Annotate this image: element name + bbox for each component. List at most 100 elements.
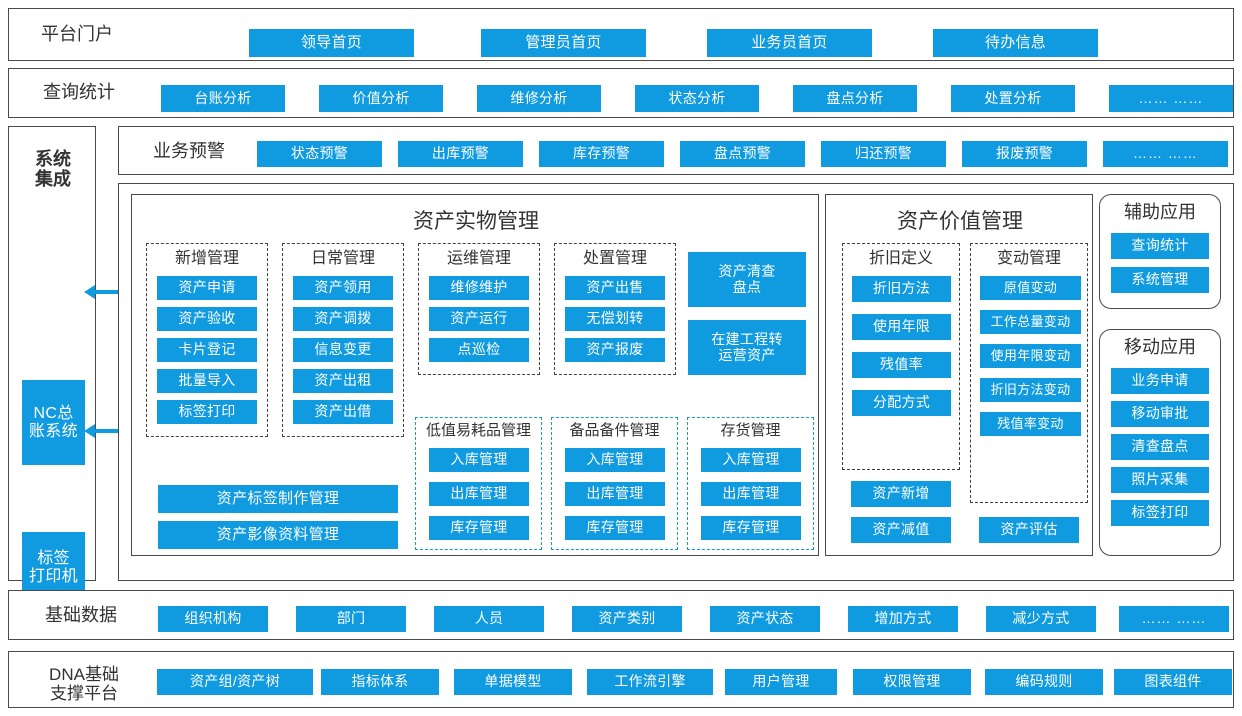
group-change-title: 变动管理 — [996, 250, 1061, 267]
section-asset-value-management: 资产价值管理 折旧定义 折旧方法 使用年限 残值率 分配方式 变动管理 原值变动… — [825, 194, 1093, 556]
dna-item-3[interactable]: 工作流引擎 — [587, 669, 713, 695]
query-item-3[interactable]: 状态分析 — [635, 85, 759, 112]
query-item-0[interactable]: 台账分析 — [161, 85, 285, 112]
section-physical-asset-management: 资产实物管理 新增管理 资产申请 资产验收 卡片登记 批量导入 标签打印 日常管… — [131, 194, 819, 556]
panel-business-alerts: 业务预警 状态预警 出库预警 库存预警 盘点预警 归还预警 报废预警 …… …… — [118, 126, 1234, 175]
basedata-item-7[interactable]: …… …… — [1119, 606, 1229, 632]
btn-mob-3[interactable]: 照片采集 — [1111, 467, 1209, 493]
dna-item-6[interactable]: 编码规则 — [985, 669, 1103, 695]
btn-new-1[interactable]: 资产验收 — [157, 307, 257, 331]
physical-title: 资产实物管理 — [413, 210, 539, 233]
btn-daily-4[interactable]: 资产出借 — [293, 400, 393, 424]
btn-asset-image-archive[interactable]: 资产影像资料管理 — [158, 521, 398, 549]
alert-item-3[interactable]: 盘点预警 — [680, 141, 805, 167]
group-disposal-management-title: 处置管理 — [582, 250, 647, 267]
dna-label: DNA基础 支撑平台 — [49, 665, 119, 704]
dna-item-5[interactable]: 权限管理 — [853, 669, 971, 695]
btn-new-0[interactable]: 资产申请 — [157, 276, 257, 300]
query-item-6[interactable]: …… …… — [1109, 85, 1233, 112]
btn-inv-0[interactable]: 入库管理 — [701, 448, 801, 472]
btn-asset-impairment[interactable]: 资产减值 — [851, 517, 951, 543]
btn-inv-2[interactable]: 库存管理 — [701, 516, 801, 540]
basedata-item-5[interactable]: 增加方式 — [848, 606, 958, 632]
btn-inv-1[interactable]: 出库管理 — [701, 482, 801, 506]
btn-daily-3[interactable]: 资产出租 — [293, 369, 393, 393]
btn-asset-label-production[interactable]: 资产标签制作管理 — [158, 485, 398, 513]
btn-new-2[interactable]: 卡片登记 — [157, 338, 257, 362]
btn-mob-2[interactable]: 清查盘点 — [1111, 434, 1209, 460]
portal-item-3[interactable]: 待办信息 — [933, 29, 1098, 57]
btn-sp-1[interactable]: 出库管理 — [565, 482, 665, 506]
alert-item-5[interactable]: 报废预警 — [962, 141, 1087, 167]
dna-item-2[interactable]: 单据模型 — [454, 669, 572, 695]
basedata-label: 基础数据 — [45, 605, 117, 625]
group-depreciation-definition: 折旧定义 折旧方法 使用年限 残值率 分配方式 — [842, 243, 960, 470]
alert-item-2[interactable]: 库存预警 — [539, 141, 664, 167]
query-item-1[interactable]: 价值分析 — [319, 85, 443, 112]
btn-lvc-1[interactable]: 出库管理 — [429, 482, 529, 506]
basedata-item-4[interactable]: 资产状态 — [710, 606, 820, 632]
btn-daily-2[interactable]: 信息变更 — [293, 338, 393, 362]
panel-main-modules: 资产实物管理 新增管理 资产申请 资产验收 卡片登记 批量导入 标签打印 日常管… — [118, 183, 1234, 581]
group-change-management: 变动管理 原值变动 工作总量变动 使用年限变动 折旧方法变动 残值率变动 — [970, 243, 1088, 503]
btn-new-3[interactable]: 批量导入 — [157, 369, 257, 393]
btn-chg-0[interactable]: 原值变动 — [980, 276, 1081, 300]
basedata-item-3[interactable]: 资产类别 — [572, 606, 682, 632]
basedata-item-0[interactable]: 组织机构 — [158, 606, 268, 632]
btn-new-4[interactable]: 标签打印 — [157, 400, 257, 424]
btn-sp-0[interactable]: 入库管理 — [565, 448, 665, 472]
btn-aux-0[interactable]: 查询统计 — [1111, 233, 1209, 259]
btn-asset-inventory-check[interactable]: 资产清查 盘点 — [688, 252, 806, 307]
group-new-management-title: 新增管理 — [174, 250, 239, 267]
alert-item-4[interactable]: 归还预警 — [821, 141, 946, 167]
btn-mob-0[interactable]: 业务申请 — [1111, 368, 1209, 394]
btn-chg-1[interactable]: 工作总量变动 — [980, 310, 1081, 334]
integration-item-nc[interactable]: NC总 账系统 — [22, 380, 85, 465]
btn-mob-4[interactable]: 标签打印 — [1111, 500, 1209, 526]
btn-disposal-1[interactable]: 无偿划转 — [565, 307, 665, 331]
group-ops-management-title: 运维管理 — [446, 250, 511, 267]
btn-ops-0[interactable]: 维修维护 — [429, 276, 529, 300]
value-title: 资产价值管理 — [897, 210, 1023, 233]
alert-item-6[interactable]: …… …… — [1103, 141, 1228, 167]
alert-item-0[interactable]: 状态预警 — [257, 141, 382, 167]
dna-item-1[interactable]: 指标体系 — [321, 669, 439, 695]
btn-dep-3[interactable]: 分配方式 — [852, 390, 951, 416]
basedata-item-6[interactable]: 减少方式 — [986, 606, 1096, 632]
basedata-item-2[interactable]: 人员 — [434, 606, 544, 632]
alerts-label: 业务预警 — [153, 141, 225, 161]
btn-aux-1[interactable]: 系统管理 — [1111, 267, 1209, 293]
btn-ops-1[interactable]: 资产运行 — [429, 307, 529, 331]
btn-asset-valuation[interactable]: 资产评估 — [979, 517, 1079, 543]
query-item-4[interactable]: 盘点分析 — [793, 85, 917, 112]
btn-dep-0[interactable]: 折旧方法 — [852, 276, 951, 302]
btn-daily-1[interactable]: 资产调拨 — [293, 307, 393, 331]
portal-row-label: 平台门户 — [41, 24, 113, 44]
portal-item-1[interactable]: 管理员首页 — [481, 29, 646, 57]
btn-lvc-0[interactable]: 入库管理 — [429, 448, 529, 472]
btn-chg-2[interactable]: 使用年限变动 — [980, 344, 1081, 368]
btn-daily-0[interactable]: 资产领用 — [293, 276, 393, 300]
btn-lvc-2[interactable]: 库存管理 — [429, 516, 529, 540]
dna-item-0[interactable]: 资产组/资产树 — [157, 669, 313, 695]
btn-disposal-0[interactable]: 资产出售 — [565, 276, 665, 300]
btn-dep-2[interactable]: 残值率 — [852, 352, 951, 378]
alert-item-1[interactable]: 出库预警 — [398, 141, 523, 167]
btn-disposal-2[interactable]: 资产报废 — [565, 338, 665, 362]
btn-asset-addition[interactable]: 资产新增 — [851, 481, 951, 507]
btn-sp-2[interactable]: 库存管理 — [565, 516, 665, 540]
btn-chg-4[interactable]: 残值率变动 — [980, 412, 1081, 436]
btn-mob-1[interactable]: 移动审批 — [1111, 401, 1209, 427]
portal-item-2[interactable]: 业务员首页 — [707, 29, 872, 57]
btn-ops-2[interactable]: 点巡检 — [429, 338, 529, 362]
query-item-5[interactable]: 处置分析 — [951, 85, 1075, 112]
dna-item-7[interactable]: 图表组件 — [1114, 669, 1232, 695]
btn-construction-to-operating[interactable]: 在建工程转 运营资产 — [688, 320, 806, 375]
basedata-item-1[interactable]: 部门 — [296, 606, 406, 632]
portal-item-0[interactable]: 领导首页 — [249, 29, 414, 57]
dna-item-4[interactable]: 用户管理 — [725, 669, 837, 695]
btn-dep-1[interactable]: 使用年限 — [852, 314, 951, 340]
group-disposal-management: 处置管理 资产出售 无偿划转 资产报废 — [554, 243, 676, 375]
query-item-2[interactable]: 维修分析 — [477, 85, 601, 112]
btn-chg-3[interactable]: 折旧方法变动 — [980, 378, 1081, 402]
